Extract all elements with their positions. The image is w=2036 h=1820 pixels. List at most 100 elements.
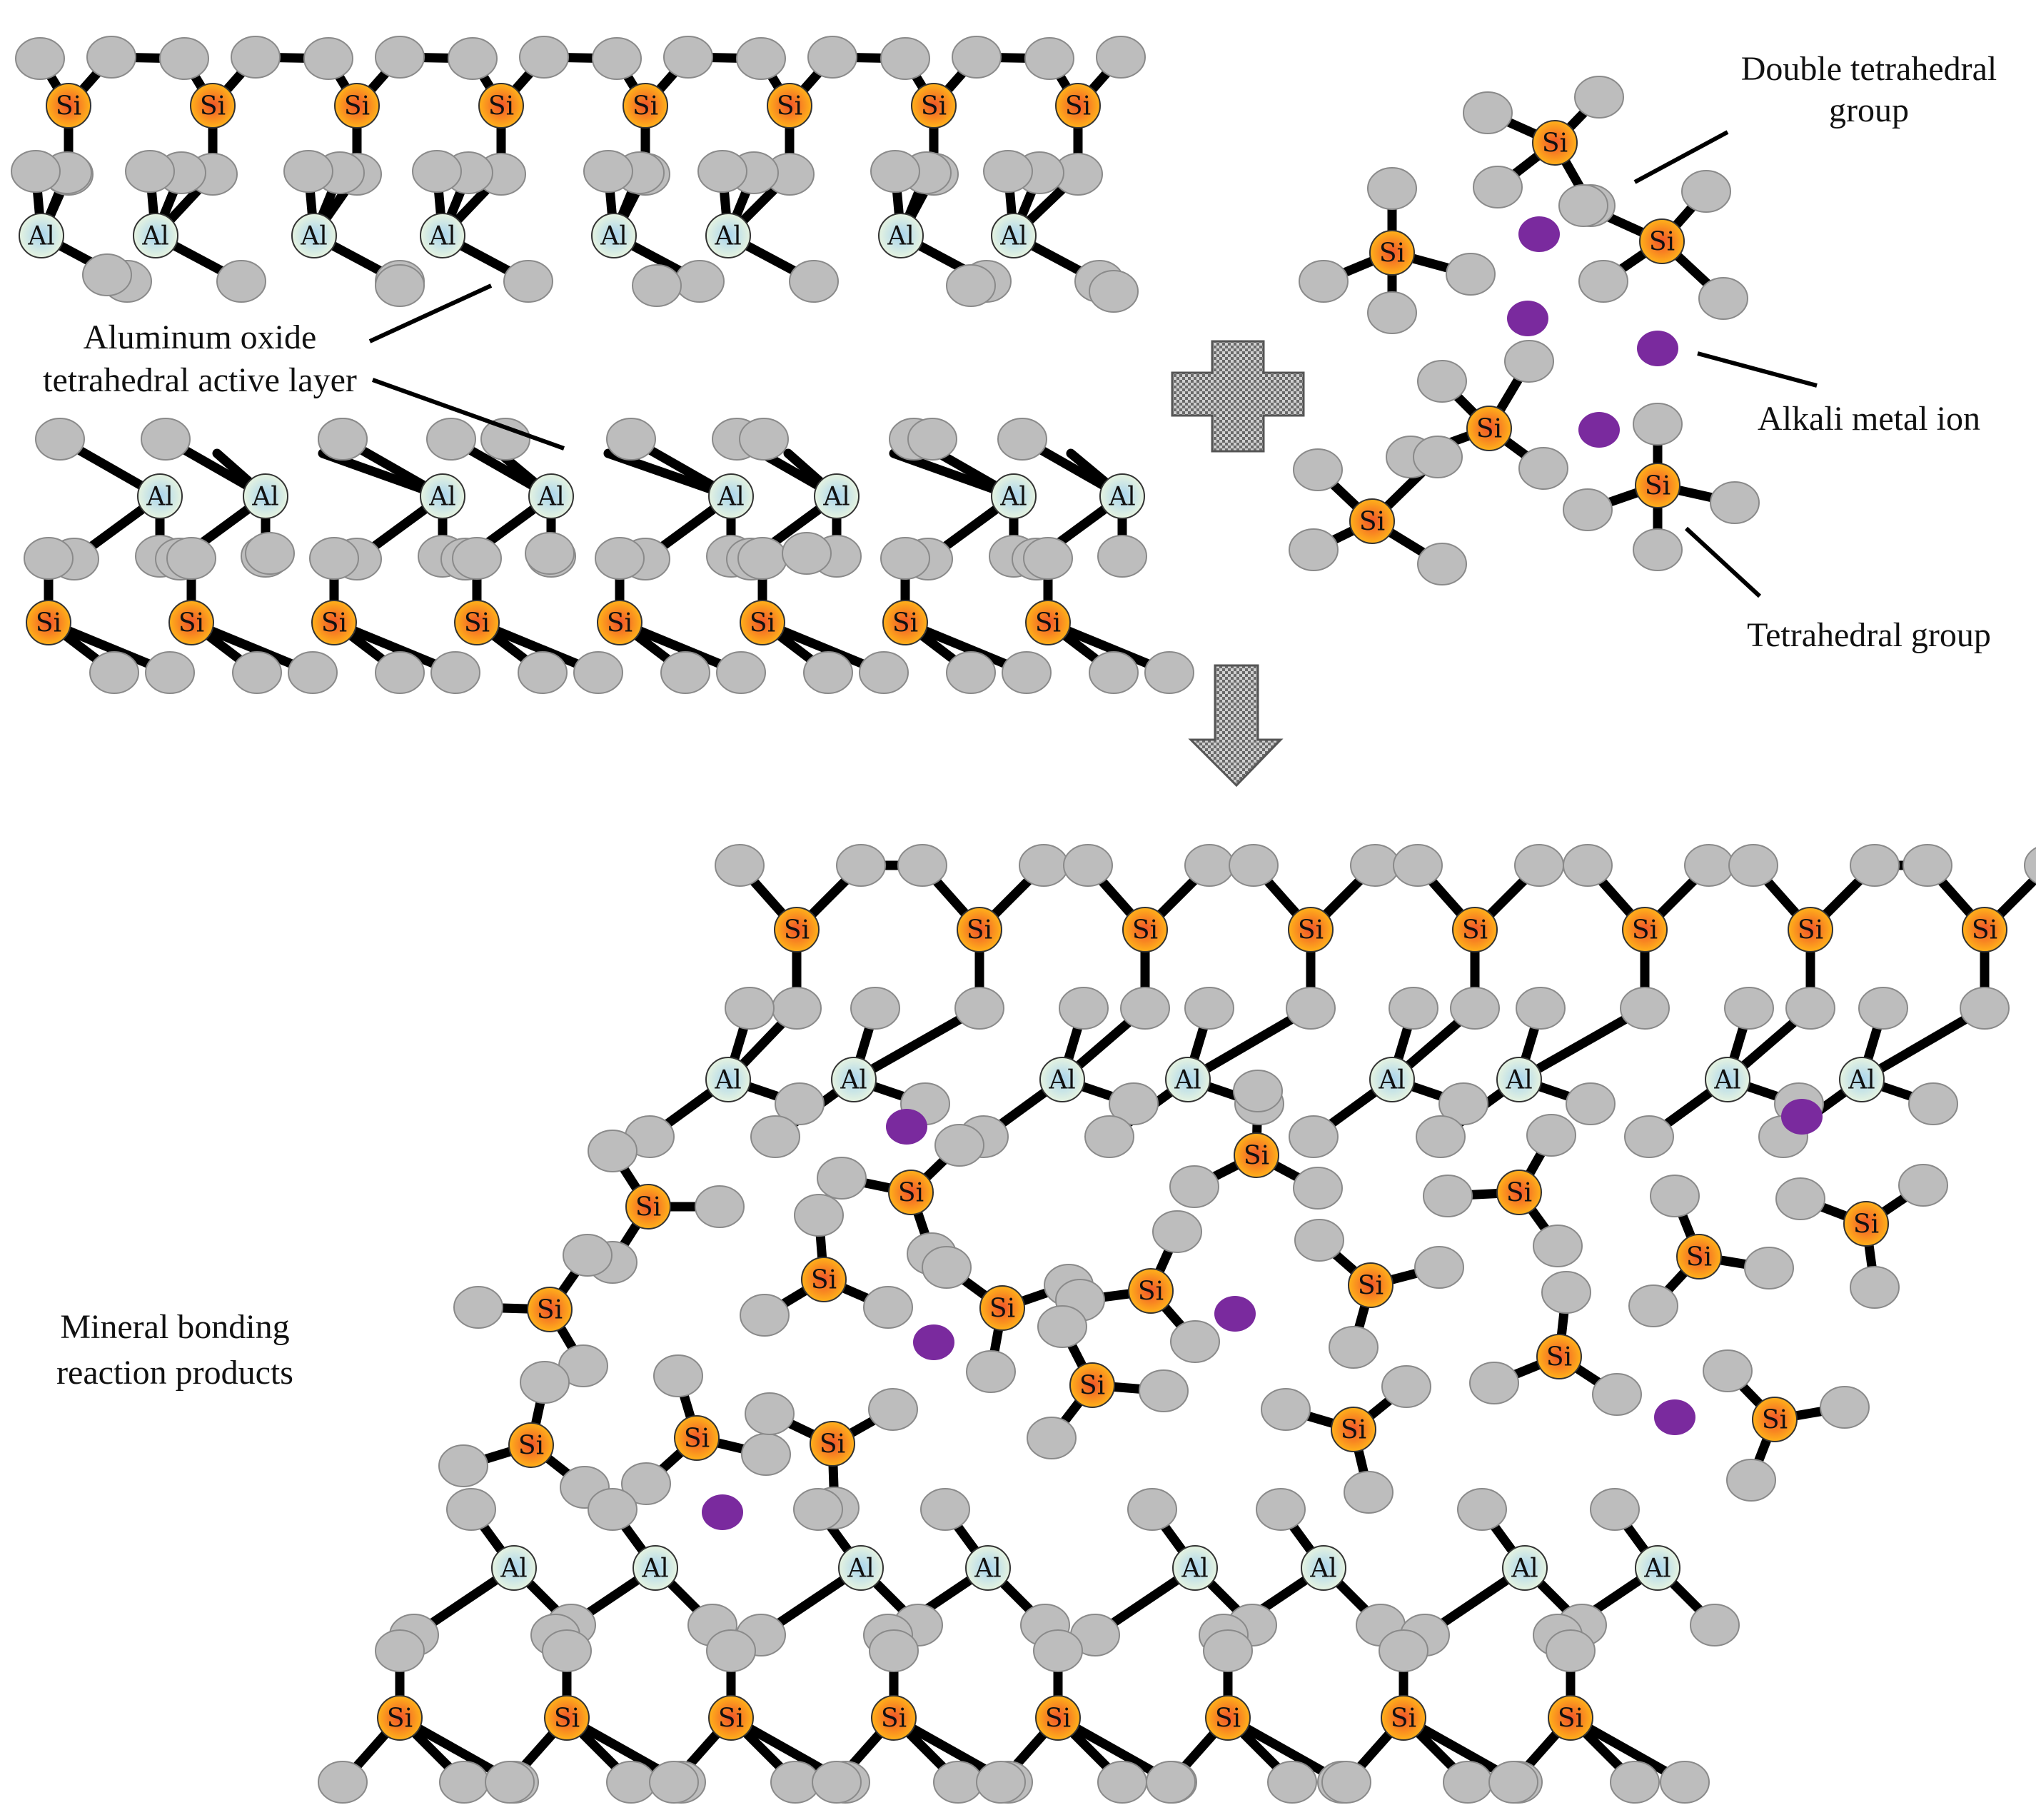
oxygen-atom [737,537,787,580]
oxygen-atom [632,264,682,307]
oxygen-atom [739,418,789,461]
si-label: Si [1686,1243,1712,1272]
oxygen-atom [1546,1629,1596,1672]
silicon-atom: Si [454,600,500,645]
oxygen-atom [588,1130,637,1172]
oxygen-atom [653,1354,703,1397]
oxygen-atom [1019,844,1069,887]
si-label: Si [554,1704,580,1734]
oxygen-atom [309,537,359,580]
oxygen-atom [1820,1386,1870,1429]
al-label: Al [1174,1066,1201,1095]
oxygen-atom [520,1361,570,1404]
oxygen-atom [954,987,1004,1030]
oxygen-atom [1850,1266,1900,1309]
alkali-metal-ions [702,216,1823,1530]
oxygen-atom [736,37,786,80]
oxygen-atom [1858,987,1908,1030]
silicon-atom: Si [1122,907,1168,952]
si-label: Si [1215,1704,1241,1734]
silicon-atom: Si [1676,1234,1722,1279]
oxygen-atom [426,418,476,461]
silicon-atom: Si [1349,498,1395,544]
oxygen-atom [1059,987,1109,1030]
silicon-atom: Si [190,83,236,129]
al-label: Al [27,222,55,251]
al-label: Al [974,1554,1002,1584]
si-label: Si [718,1704,744,1734]
oxygen-atom [1516,987,1566,1030]
si-label: Si [1079,1372,1105,1401]
oxygen-atom [983,150,1033,193]
si-label: Si [633,92,658,121]
oxygen-atom [503,260,553,303]
oxygen-atom [803,651,853,694]
oxygen-atom [1344,1471,1394,1514]
oxygen-atom [675,260,725,303]
aluminum-atom: Al [708,473,754,519]
oxygen-atom [1690,1604,1740,1646]
oxygen-atom [997,418,1047,461]
si-label: Si [1359,508,1385,537]
al-label: Al [1181,1554,1209,1584]
si-label: Si [1506,1179,1532,1208]
silicon-atom: Si [1369,230,1415,276]
aluminum-atom: Al [1705,1057,1750,1102]
silicon-atom: Si [767,83,812,129]
si-label: Si [1035,609,1061,638]
aluminum-atom: Al [19,213,64,258]
al-label: Al [847,1554,875,1584]
silicon-atom: Si [957,907,1002,952]
mineral-bonding-caption-line2: reaction products [56,1354,293,1392]
si-label: Si [1132,916,1158,945]
silicon-atom: Si [1536,1334,1582,1379]
aluminum-atom: Al [1099,473,1145,519]
oxygen-atom [519,36,569,79]
oxygen-atom [452,537,502,580]
al-label: Al [141,222,169,251]
silicon-atom: Si [871,1695,917,1741]
si-label: Si [56,92,81,121]
oxygen-atom [1267,1761,1317,1804]
si-label: Si [1462,916,1488,945]
oxygen-atom [606,1761,656,1804]
oxygen-atom [231,36,281,79]
aluminum-atom: Al [243,473,288,519]
silicon-atom: Si [508,1422,554,1468]
silicon-atom: Si [1348,1262,1394,1308]
silicon-atom: Si [1331,1407,1376,1452]
oxygen-atom [1417,360,1467,403]
oxygen-atom [663,36,713,79]
oxygen-atom [863,1286,913,1329]
oxygen-atom [1381,1365,1431,1408]
oxygen-atom [1084,1115,1134,1158]
oxygen-atom [1097,535,1147,578]
al-label: Al [840,1066,867,1095]
silicon-atom: Si [377,1695,423,1741]
oxygen-atom [1450,987,1500,1030]
oxygen-atom [933,1761,983,1804]
oxygen-atom [1628,1284,1678,1327]
oxygen-atom [1293,1167,1343,1210]
al-label: Al [1048,1066,1076,1095]
oxygen-atom [1127,1488,1177,1531]
oxygen-atom [946,651,996,694]
al-label: Al [714,1066,742,1095]
bond [849,1003,984,1085]
oxygen-atom [807,36,857,79]
oxygen-atom [1703,1349,1753,1392]
si-label: Si [881,1704,907,1734]
oxygen-atom [1775,1177,1825,1220]
si-label: Si [1379,239,1405,268]
alkali-ion [886,1109,927,1145]
aluminum-atom: Al [1496,1057,1542,1102]
oxygen-atom [772,987,822,1030]
aluminum-atom: Al [137,473,183,519]
si-label: Si [387,1704,413,1734]
oxygen-atom [1526,1114,1576,1157]
oxygen-atom [1169,1165,1219,1208]
al-label: Al [251,483,279,512]
si-label: Si [1244,1142,1269,1171]
aluminum-atom: Al [633,1545,678,1591]
si-label: Si [1298,916,1324,945]
